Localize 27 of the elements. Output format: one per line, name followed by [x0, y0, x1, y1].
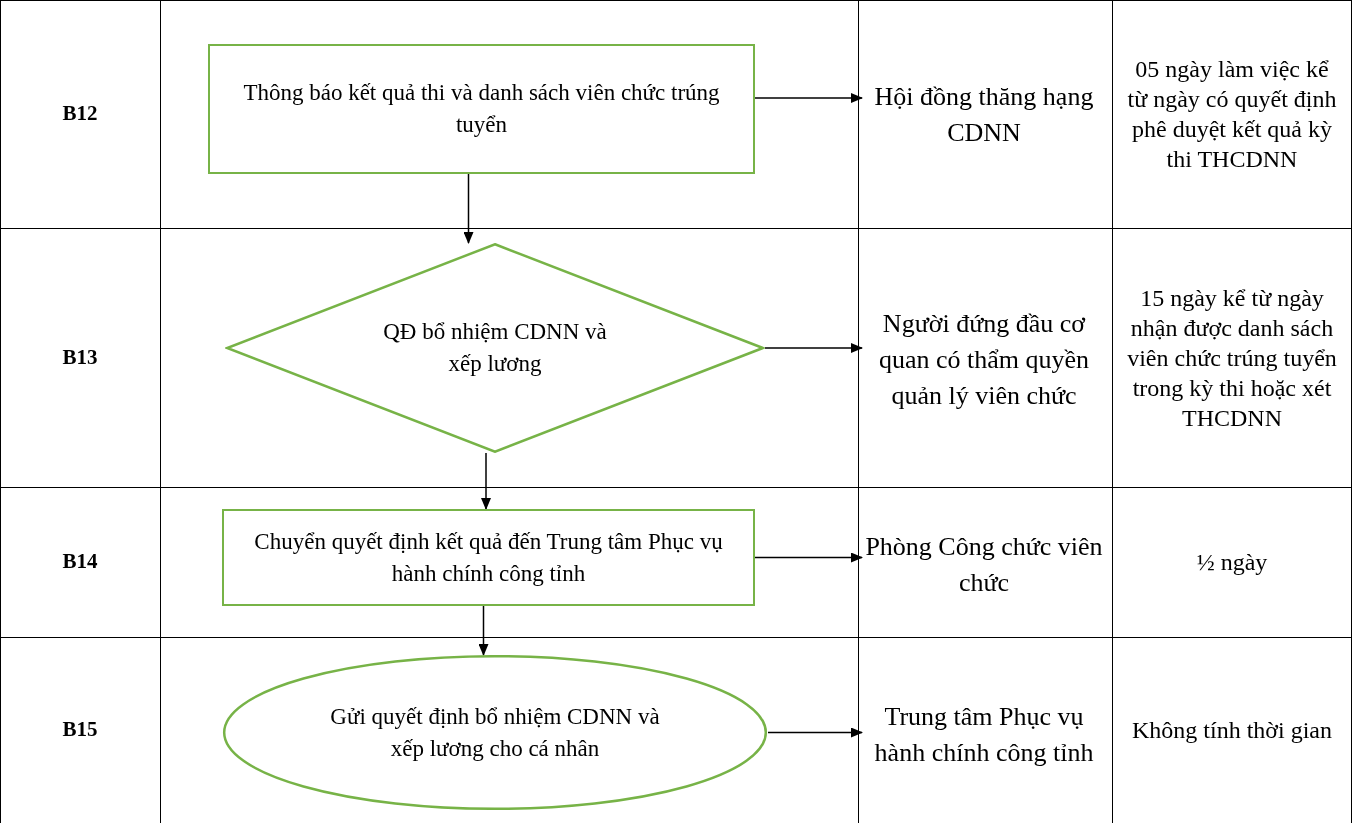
arrow [754, 552, 863, 563]
unit-name: Người đứng đầu cơ quan có thẩm quyền quản lý viên chức [877, 308, 1091, 412]
step-text: Thông báo kết quả thi và danh sách viên chức trúng tuyển [242, 79, 721, 139]
duration-text: ½ ngày [1196, 548, 1268, 577]
process-box [222, 509, 755, 606]
step-text: Gửi quyết định bổ nhiệm CDNN và xếp lương cho cá nhân [329, 702, 661, 763]
arrow [481, 452, 491, 510]
step-text: Chuyển quyết định kết quả đến Trung tâm Phục vụ hành chính công tỉnh [253, 527, 724, 588]
process-box [208, 44, 755, 174]
step-label: B15 [62, 716, 98, 744]
arrow [767, 727, 863, 738]
step-label: B13 [62, 343, 98, 371]
decision-diamond [225, 243, 765, 453]
duration-text: 05 ngày làm việc kể từ ngày có quyết định phê duyệt kết quả kỳ thi THCDNN [1126, 55, 1338, 174]
duration-text: Không tính thời gian [1132, 716, 1332, 745]
arrow [754, 93, 863, 103]
unit-name: Trung tâm Phục vụ hành chính công tỉnh [873, 701, 1095, 769]
step-label: B14 [62, 548, 98, 576]
arrow [478, 605, 489, 656]
step-text: QĐ bổ nhiệm CDNN và xếp lương [382, 318, 608, 378]
unit-name: Hội đồng thăng hạng CDNN [873, 81, 1095, 149]
duration-text: 15 ngày kể từ ngày nhận được danh sách viên chức trúng tuyển trong kỳ thi hoặc xét THCDNN [1126, 283, 1338, 433]
terminal-ellipse [222, 655, 768, 810]
arrow [463, 173, 474, 244]
unit-name: Phòng Công chức viên chức [864, 531, 1104, 599]
arrow [764, 343, 863, 353]
step-label: B12 [62, 100, 98, 128]
